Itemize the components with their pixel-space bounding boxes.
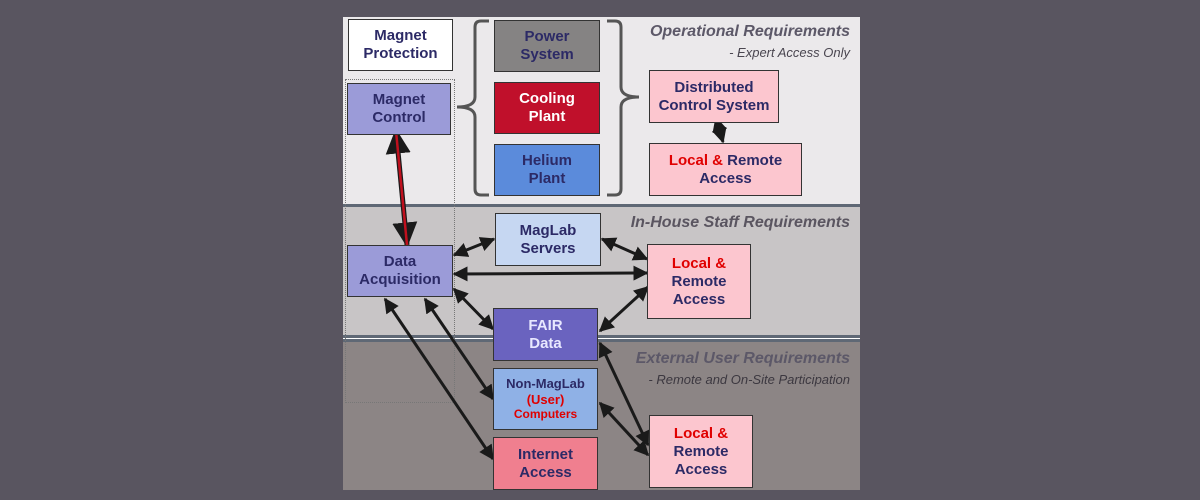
local-remote-inhouse-line2: Remote xyxy=(671,272,727,290)
nonmaglab-computers-line2: (User) xyxy=(526,391,565,407)
arrow-daq-fair xyxy=(452,287,495,331)
arrow-computers-ext-access xyxy=(598,401,650,457)
local-remote-op-part2: Remote xyxy=(727,151,783,169)
section-divider xyxy=(343,339,860,342)
nonmaglab-computers-box: Non-MagLab (User) Computers xyxy=(493,368,598,430)
distributed-control-line1: Distributed xyxy=(674,78,754,96)
cooling-plant-box: Cooling Plant xyxy=(494,82,600,134)
local-remote-ext-line2: Remote xyxy=(673,442,729,460)
magnet-control-line2: Control xyxy=(372,109,426,126)
local-remote-access-operational-box: Local & Remote Access xyxy=(649,143,802,196)
maglab-servers-line1: MagLab xyxy=(519,221,577,239)
fair-data-box: FAIR Data xyxy=(493,308,598,361)
nonmaglab-computers-line1: Non-MagLab xyxy=(506,376,585,392)
fair-data-line2: Data xyxy=(529,334,562,352)
local-remote-ext-line1: Local & xyxy=(673,424,729,442)
internet-access-box: Internet Access xyxy=(493,437,598,490)
inhouse-heading: In-House Staff Requirements xyxy=(630,214,850,231)
local-remote-op-part1: Local & xyxy=(668,151,723,169)
arrow-daq-internet xyxy=(383,297,495,461)
external-subheading: - Remote and On-Site Participation xyxy=(648,372,850,387)
magnet-protection-box: Magnet Protection xyxy=(348,19,453,71)
operational-heading: Operational Requirements xyxy=(649,23,850,40)
arrow-fair-access xyxy=(598,285,650,333)
helium-plant-line1: Helium xyxy=(521,152,572,169)
maglab-servers-line2: Servers xyxy=(520,239,576,257)
helium-plant-line2: Plant xyxy=(528,170,566,187)
power-system-box: Power System xyxy=(494,20,600,72)
local-remote-ext-line3: Access xyxy=(674,460,728,478)
nonmaglab-computers-line3: Computers xyxy=(513,407,578,422)
local-remote-op-line2: Access xyxy=(699,169,752,187)
external-heading: External User Requirements xyxy=(635,350,850,367)
arrow-daq-access xyxy=(452,265,649,282)
magnet-protection-line2: Protection xyxy=(363,45,438,62)
operational-subheading: - Expert Access Only xyxy=(729,45,850,60)
maglab-servers-box: MagLab Servers xyxy=(495,213,601,266)
section-divider xyxy=(343,204,860,207)
local-remote-inhouse-line1: Local & xyxy=(671,254,727,272)
left-brace xyxy=(456,19,489,197)
internet-access-line1: Internet xyxy=(517,445,573,463)
section-divider xyxy=(343,335,860,338)
cooling-plant-line2: Plant xyxy=(528,108,566,125)
data-acquisition-line2: Acquisition xyxy=(359,271,441,288)
distributed-control-line2: Control System xyxy=(658,96,770,114)
power-system-line2: System xyxy=(520,46,574,63)
internet-access-line2: Access xyxy=(519,463,572,481)
distributed-control-box: Distributed Control System xyxy=(649,70,779,123)
arrow-daq-computers xyxy=(423,297,495,401)
magnet-control-line1: Magnet xyxy=(372,91,426,108)
magnet-control-box: Magnet Control xyxy=(347,83,451,135)
data-acquisition-line1: Data xyxy=(383,253,417,270)
magnet-protection-line1: Magnet xyxy=(374,27,427,44)
right-brace xyxy=(607,19,640,197)
local-remote-inhouse-line3: Access xyxy=(672,290,726,308)
local-remote-op-line1: Local & Remote xyxy=(669,152,782,170)
red-arrow-control-daq-fill xyxy=(394,130,409,246)
local-remote-access-external-box: Local & Remote Access xyxy=(649,415,753,488)
helium-plant-box: Helium Plant xyxy=(494,144,600,196)
arrow-servers-access xyxy=(600,237,649,261)
arrow-daq-servers xyxy=(452,237,496,257)
fair-data-line1: FAIR xyxy=(528,316,563,334)
local-remote-access-inhouse-box: Local & Remote Access xyxy=(647,244,751,319)
power-system-line1: Power xyxy=(524,28,570,45)
diagram-canvas: Operational Requirements - Expert Access… xyxy=(343,17,860,490)
data-acquisition-box: Data Acquisition xyxy=(347,245,453,297)
cooling-plant-line1: Cooling xyxy=(519,90,575,107)
